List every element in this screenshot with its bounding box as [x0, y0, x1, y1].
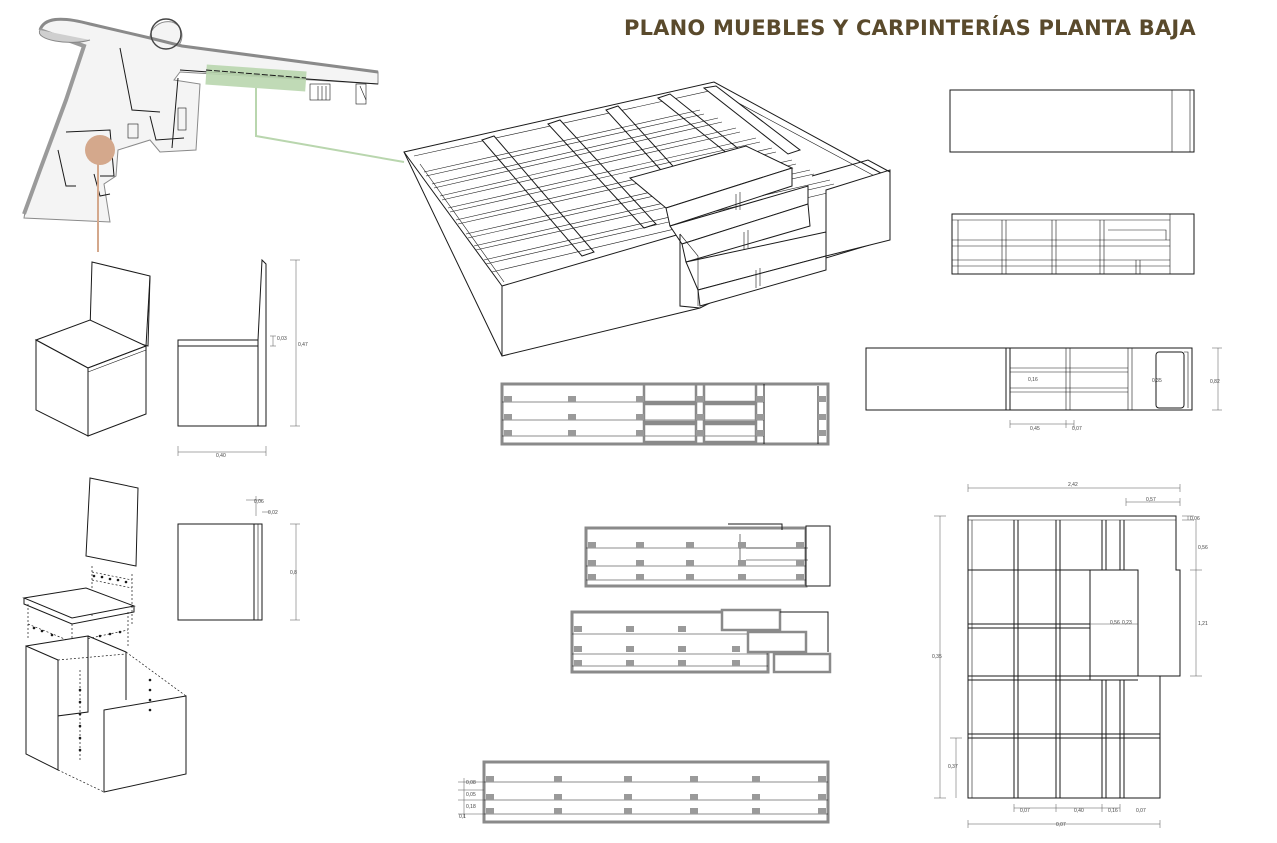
sheet-title: PLANO MUEBLES Y CARPINTERÍAS PLANTA BAJA: [624, 16, 1196, 40]
dim-label: 1,21: [1198, 621, 1208, 627]
dim-label: 0,05: [466, 792, 476, 798]
dim-label: 0,35: [1152, 378, 1162, 384]
dim-label: 0,02: [268, 510, 278, 516]
dim-label: 0,57: [1146, 497, 1156, 503]
dim-label: 0,18: [466, 804, 476, 810]
dim-label: 0,07: [1056, 822, 1066, 828]
dim-label: 0,47: [298, 342, 308, 348]
elevation-front: 0,16 0,35 0,82 0,45 0,07: [865, 347, 1222, 432]
plan-shelf-3: [570, 608, 832, 674]
dim-label: 0,40: [216, 453, 226, 459]
dim-label: 0,35: [932, 654, 942, 660]
dim-label: 0,56: [1110, 620, 1120, 626]
dim-label: 0,16: [1108, 808, 1118, 814]
dim-label: 0,06: [1190, 516, 1200, 522]
dim-label: 0,07: [1072, 426, 1082, 432]
chair-exploded: [22, 477, 187, 793]
dim-label: 0,8: [290, 570, 297, 576]
dim-label: 0,37: [948, 764, 958, 770]
chair-isometric: [34, 261, 151, 437]
plan-large: 2,42 0,57 0,06 0,56 1,21 0,56 0,23 0,35 …: [932, 482, 1208, 828]
dim-label: 0,82: [1210, 379, 1220, 385]
elevation-top-2: [951, 213, 1195, 275]
chair-section: 0,06 0,02 0,8: [177, 496, 300, 621]
dim-label: 0,07: [1020, 808, 1030, 814]
dim-label: 2,42: [1068, 482, 1078, 488]
dim-label: 0,40: [1074, 808, 1084, 814]
dim-label: 0,08: [466, 780, 476, 786]
dim-label: 0,23: [1122, 620, 1132, 626]
chair-elevation: 0,03 0,47 0,40: [177, 258, 308, 459]
dim-label: 0,06: [254, 499, 264, 505]
dim-label: 0,1: [459, 814, 466, 820]
plan-shelf-2: [584, 523, 831, 588]
dim-label: 0,07: [1136, 808, 1146, 814]
dim-label: 0,03: [277, 336, 287, 342]
dim-label: 0,45: [1030, 426, 1040, 432]
dim-label: 0,56: [1198, 545, 1208, 551]
key-floor-plan: [22, 17, 405, 252]
plan-shelf-1: [500, 382, 830, 446]
dim-label: 0,16: [1028, 377, 1038, 383]
carpentry-isometric: [403, 81, 891, 357]
elevation-top-1: [949, 89, 1195, 153]
plan-shelf-4: 0,08 0,05 0,18 0,1: [458, 760, 830, 824]
